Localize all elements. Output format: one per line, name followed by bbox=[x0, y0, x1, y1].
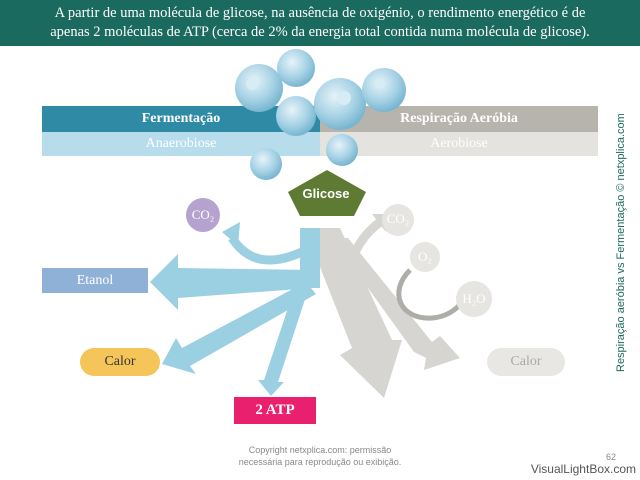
co2-right-label: CO₂ bbox=[386, 211, 410, 226]
gray-main-trunk bbox=[318, 228, 402, 398]
h2o-label: H₂O bbox=[462, 291, 486, 306]
watermark: VisualLightBox.com bbox=[530, 462, 636, 476]
fermentation-flow-arrows bbox=[150, 222, 320, 396]
glicose-pentagon bbox=[288, 170, 366, 216]
blue-co2-arrowhead bbox=[222, 222, 240, 246]
o2-label: O₂ bbox=[418, 249, 432, 264]
o2-circle bbox=[410, 242, 440, 272]
header-banner: A partir de uma molécula de glicose, na … bbox=[0, 0, 640, 46]
page-number: 62 bbox=[605, 452, 616, 462]
side-caption: Respiração aeróbia vs Fermentação © netx… bbox=[615, 113, 627, 372]
yeast-cells-image bbox=[235, 49, 406, 180]
blue-arrow-to-calor bbox=[162, 282, 316, 374]
header-line-1: A partir de uma molécula de glicose, na … bbox=[54, 5, 586, 21]
calor-right-box: Calor bbox=[487, 348, 565, 376]
blue-arrow-to-co2 bbox=[228, 235, 304, 265]
co2-left-circle bbox=[186, 198, 220, 232]
aerobic-respiration-bar: Respiração Aeróbia bbox=[320, 106, 598, 132]
fermentation-bar: Fermentação bbox=[42, 106, 320, 132]
copyright-line-2: necessária para reprodução ou exibição. bbox=[238, 457, 402, 467]
co2-right-circle bbox=[382, 204, 414, 236]
header-line-2: apenas 2 moléculas de ATP (cerca de 2% d… bbox=[50, 24, 590, 40]
blue-arrow-to-atp bbox=[258, 284, 310, 396]
h2o-circle bbox=[456, 281, 492, 317]
o2-curve-arrow bbox=[396, 268, 464, 321]
etanol-box: Etanol bbox=[42, 268, 148, 293]
blue-arrow-to-etanol bbox=[150, 254, 312, 310]
atp-box: 2 ATP bbox=[234, 397, 316, 424]
copyright-notice: Copyright netxplica.com: permissão neces… bbox=[200, 444, 440, 468]
co2-left-label: CO₂ bbox=[191, 207, 215, 222]
calor-left-box: Calor bbox=[80, 348, 160, 376]
glicose-label: Glicose bbox=[302, 186, 350, 201]
gray-arrow-to-calor bbox=[332, 238, 460, 370]
copyright-line-1: Copyright netxplica.com: permissão bbox=[248, 445, 392, 455]
aerobiosis-bar: Aerobiose bbox=[320, 132, 598, 156]
anaerobiosis-bar: Anaerobiose bbox=[42, 132, 320, 156]
gray-arrow-to-co2 bbox=[345, 218, 383, 270]
